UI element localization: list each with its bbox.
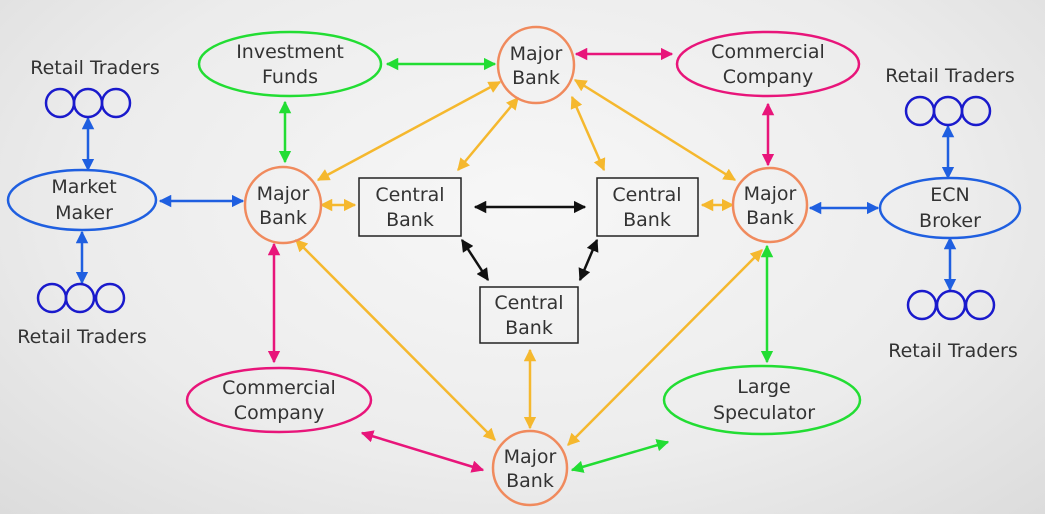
- label: Bank: [512, 67, 560, 89]
- retail-traders-bottom-right-icon: [906, 289, 996, 321]
- major-bank-right-node: [731, 166, 809, 244]
- central-bank-bottom-node: [479, 286, 579, 344]
- retail-traders-top-right-icon: [904, 95, 992, 127]
- arrow: [570, 95, 606, 172]
- label: Company: [723, 66, 813, 88]
- label: Commercial: [711, 41, 825, 63]
- central-bank-right-node: [596, 177, 699, 237]
- arrow: [578, 238, 599, 282]
- label: Bank: [505, 317, 553, 339]
- investment-funds-node: [197, 30, 383, 98]
- retail-traders-label: Retail Traders: [17, 326, 146, 348]
- retail-traders-label: Retail Traders: [885, 65, 1014, 87]
- label: Major: [504, 446, 557, 468]
- label: Major: [744, 183, 797, 205]
- label: Company: [234, 402, 324, 424]
- central-bank-left-node: [358, 177, 462, 237]
- major-bank-left-node: [243, 165, 323, 245]
- arrow: [570, 439, 670, 473]
- label: Central: [612, 184, 681, 206]
- magenta-arrows: [267, 47, 775, 473]
- arrow: [457, 97, 519, 171]
- label: Broker: [919, 210, 981, 232]
- market-maker-node: [6, 168, 158, 232]
- large-speculator-node: [662, 364, 862, 436]
- major-bank-bottom-node: [491, 429, 569, 507]
- retail-traders-label: Retail Traders: [888, 340, 1017, 362]
- blue-arrows: [75, 116, 957, 292]
- commercial-company-top-node: [675, 30, 861, 98]
- green-arrows: [278, 57, 774, 473]
- label: Bank: [746, 207, 794, 229]
- label: Market: [51, 176, 116, 198]
- label: Funds: [262, 66, 318, 88]
- arrow: [460, 238, 490, 282]
- label: Central: [375, 184, 444, 206]
- orange-arrows: [295, 78, 763, 446]
- label: Major: [510, 43, 563, 65]
- label: ECN: [930, 184, 969, 206]
- arrow: [316, 80, 502, 182]
- retail-traders-bottom-left-icon: [36, 282, 126, 314]
- label: Maker: [55, 202, 113, 224]
- commercial-company-bottom-node: [185, 366, 373, 434]
- arrow: [567, 249, 763, 446]
- major-bank-top-node: [496, 25, 576, 105]
- label: Speculator: [713, 402, 815, 424]
- arrow: [295, 239, 496, 441]
- label: Bank: [506, 470, 554, 492]
- label: Commercial: [222, 377, 336, 399]
- label: Investment: [236, 41, 344, 63]
- label: Central: [494, 292, 563, 314]
- label: Major: [257, 183, 310, 205]
- retail-traders-label: Retail Traders: [30, 57, 159, 79]
- label: Bank: [623, 209, 671, 231]
- arrow: [573, 78, 737, 182]
- ecn-broker-node: [878, 176, 1022, 240]
- label: Bank: [259, 207, 307, 229]
- retail-traders-top-left-icon: [44, 87, 132, 119]
- black-arrows: [460, 200, 599, 282]
- arrow: [360, 430, 485, 473]
- label: Bank: [386, 209, 434, 231]
- label: Large: [737, 376, 790, 398]
